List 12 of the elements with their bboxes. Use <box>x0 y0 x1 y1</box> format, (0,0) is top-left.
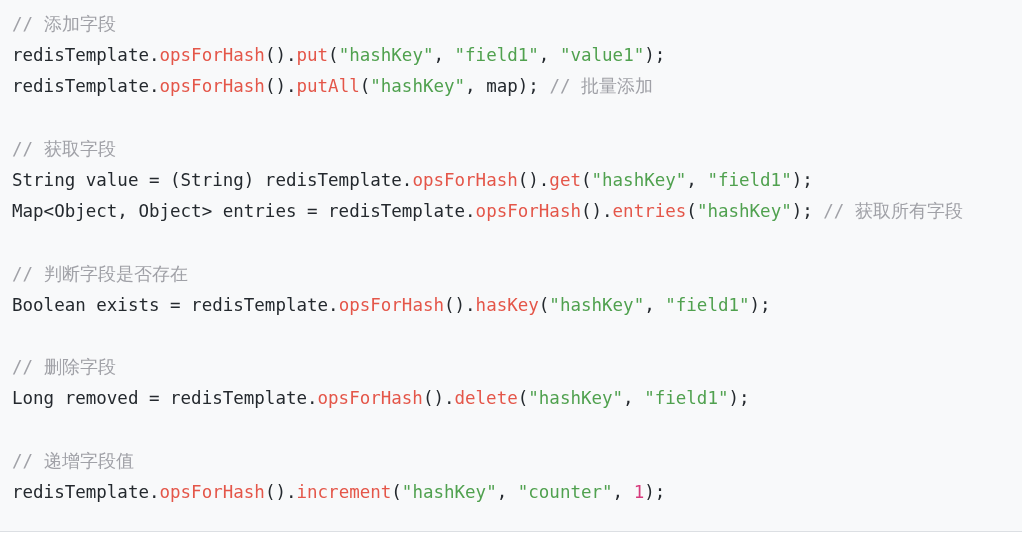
code-comment: // 添加字段 <box>12 13 116 35</box>
code-comment: // 获取字段 <box>12 137 116 160</box>
code-comment: // 判断字段是否存在 <box>12 262 188 285</box>
code-comment: // 删除字段 <box>12 356 116 379</box>
code-line: redisTemplate.opsForHash().increment("hashKey", "counter", 1); <box>12 481 666 503</box>
code-line: redisTemplate.opsForHash().putAll("hashKey", map); // 批量添加 <box>12 75 653 98</box>
code-line: Long removed = redisTemplate.opsForHash().delete("hashKey", "field1"); <box>12 387 750 410</box>
code-line: String value = (String) redisTemplate.opsForHash().get("hashKey", "field1"); <box>12 169 813 191</box>
code-line: redisTemplate.opsForHash().put("hashKey", "field1", "value1"); <box>12 44 666 67</box>
code-comment: // 递增字段值 <box>12 449 134 472</box>
code-line: Boolean exists = redisTemplate.opsForHash().hasKey("hashKey", "field1"); <box>12 293 771 316</box>
code-line: Map<Object, Object> entries = redisTemplate.opsForHash().entries("hashKey"); // 获取所有字段 <box>12 200 963 223</box>
